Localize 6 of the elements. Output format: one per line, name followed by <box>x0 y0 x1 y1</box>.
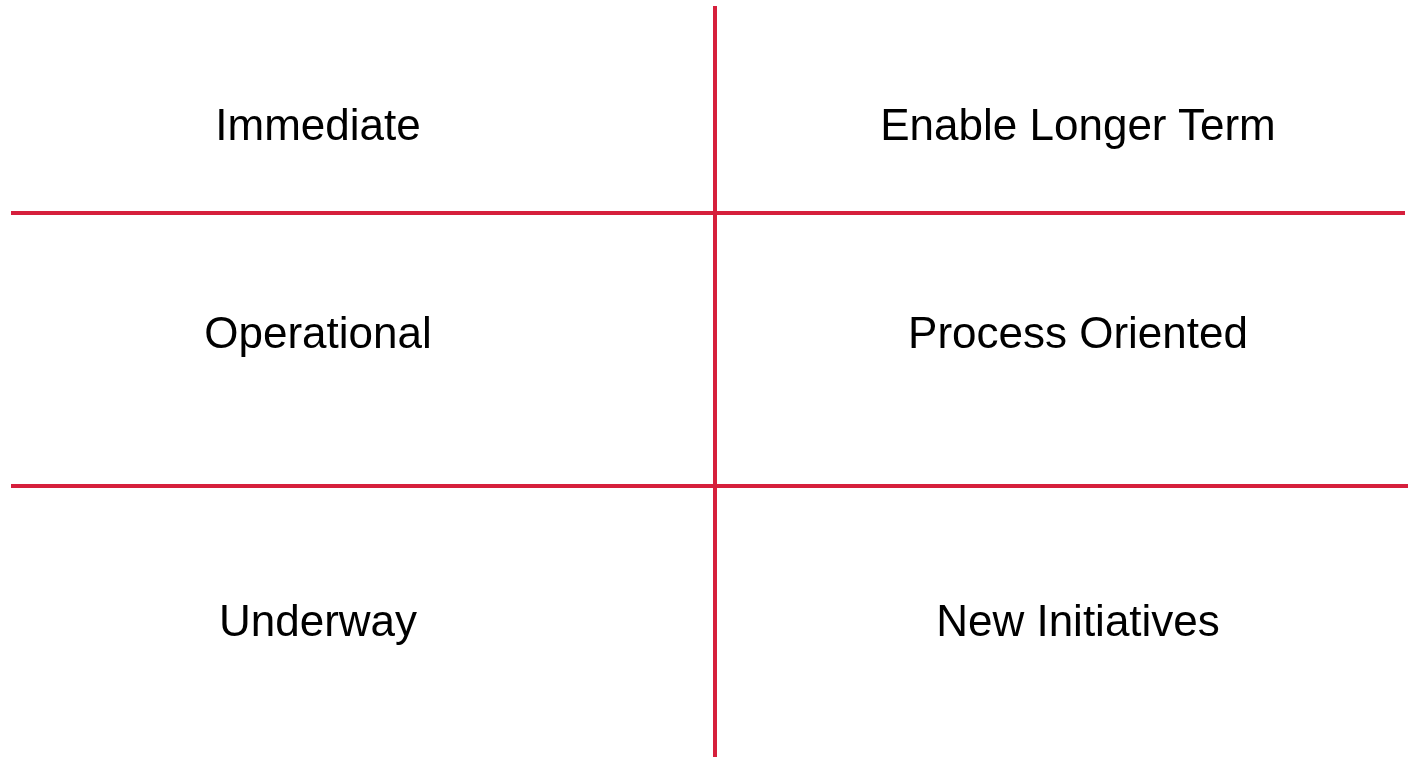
cell-text: Immediate <box>215 100 421 150</box>
cell-text: Operational <box>204 308 432 358</box>
cell-text: New Initiatives <box>936 596 1220 646</box>
cell-text: Process Oriented <box>908 308 1248 358</box>
cell-text: Underway <box>218 596 418 646</box>
cell-text: Enable Longer Term <box>880 100 1276 150</box>
